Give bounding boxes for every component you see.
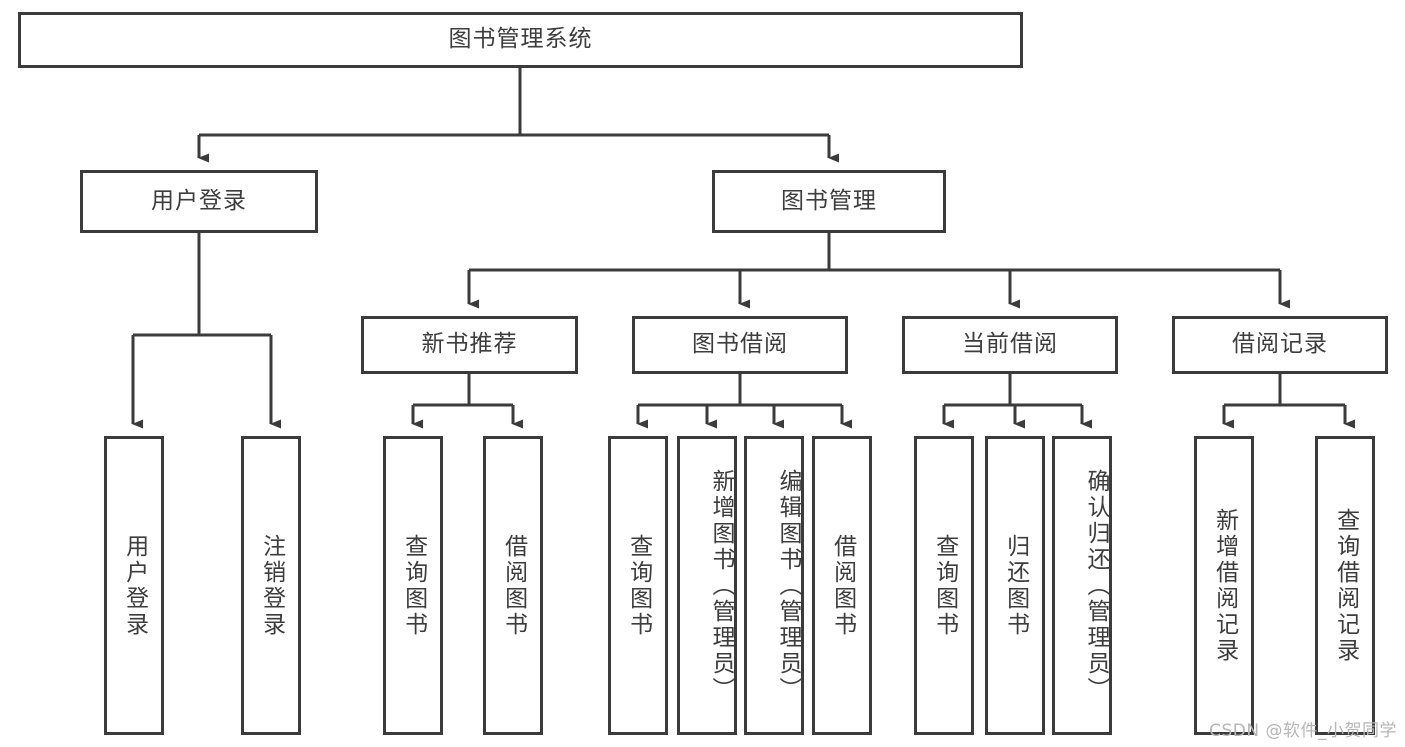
node-current-borrow[interactable]: 当前借阅 bbox=[902, 316, 1118, 374]
node-leaf-logout[interactable]: 注销登录 bbox=[241, 436, 301, 735]
node-label: 借阅图书 bbox=[500, 533, 527, 638]
node-book-borrow[interactable]: 图书借阅 bbox=[632, 316, 848, 374]
node-leaf-borrow-book-recommend[interactable]: 借阅图书 bbox=[483, 436, 543, 735]
node-label: 确认归还（管理员） bbox=[1083, 468, 1109, 703]
node-new-book-recommend[interactable]: 新书推荐 bbox=[361, 316, 578, 374]
node-label: 新书推荐 bbox=[421, 331, 518, 358]
node-user-login[interactable]: 用户登录 bbox=[80, 170, 318, 233]
node-label: 图书管理 bbox=[781, 187, 877, 214]
node-label: 图书管理系统 bbox=[448, 26, 593, 53]
node-label: 查询图书 bbox=[931, 533, 958, 638]
node-label: 当前借阅 bbox=[962, 331, 1058, 358]
node-leaf-return-book[interactable]: 归还图书 bbox=[985, 436, 1045, 735]
node-label: 归还图书 bbox=[1002, 533, 1029, 638]
node-label: 查询借阅记录 bbox=[1332, 507, 1359, 664]
node-label: 编辑图书（管理员） bbox=[775, 468, 801, 703]
node-leaf-add-book-admin[interactable]: 新增图书（管理员） bbox=[677, 436, 737, 735]
node-label: 借阅记录 bbox=[1232, 331, 1328, 358]
node-root-book-management-system[interactable]: 图书管理系统 bbox=[18, 12, 1023, 68]
node-leaf-query-book-recommend[interactable]: 查询图书 bbox=[383, 436, 443, 735]
node-label: 用户登录 bbox=[121, 533, 148, 638]
node-book-management[interactable]: 图书管理 bbox=[712, 170, 946, 233]
node-leaf-user-login[interactable]: 用户登录 bbox=[104, 436, 164, 735]
node-leaf-query-book-current[interactable]: 查询图书 bbox=[914, 436, 974, 735]
node-leaf-query-borrow-record[interactable]: 查询借阅记录 bbox=[1315, 436, 1375, 735]
node-leaf-query-book-borrow[interactable]: 查询图书 bbox=[608, 436, 668, 735]
node-leaf-confirm-return-admin[interactable]: 确认归还（管理员） bbox=[1052, 436, 1112, 735]
node-leaf-edit-book-admin[interactable]: 编辑图书（管理员） bbox=[744, 436, 804, 735]
node-leaf-add-borrow-record[interactable]: 新增借阅记录 bbox=[1194, 436, 1254, 735]
node-label: 用户登录 bbox=[151, 187, 247, 214]
node-label: 图书借阅 bbox=[692, 331, 788, 358]
node-label: 查询图书 bbox=[625, 533, 652, 638]
node-label: 新增借阅记录 bbox=[1211, 507, 1238, 664]
node-label: 查询图书 bbox=[400, 533, 427, 638]
node-label: 注销登录 bbox=[258, 533, 285, 638]
watermark: CSDN @软件_小贺同学 bbox=[1209, 721, 1397, 741]
node-leaf-borrow-book[interactable]: 借阅图书 bbox=[812, 436, 872, 735]
node-label: 新增图书（管理员） bbox=[708, 468, 734, 703]
node-borrow-record[interactable]: 借阅记录 bbox=[1172, 316, 1388, 374]
node-label: 借阅图书 bbox=[829, 533, 856, 638]
